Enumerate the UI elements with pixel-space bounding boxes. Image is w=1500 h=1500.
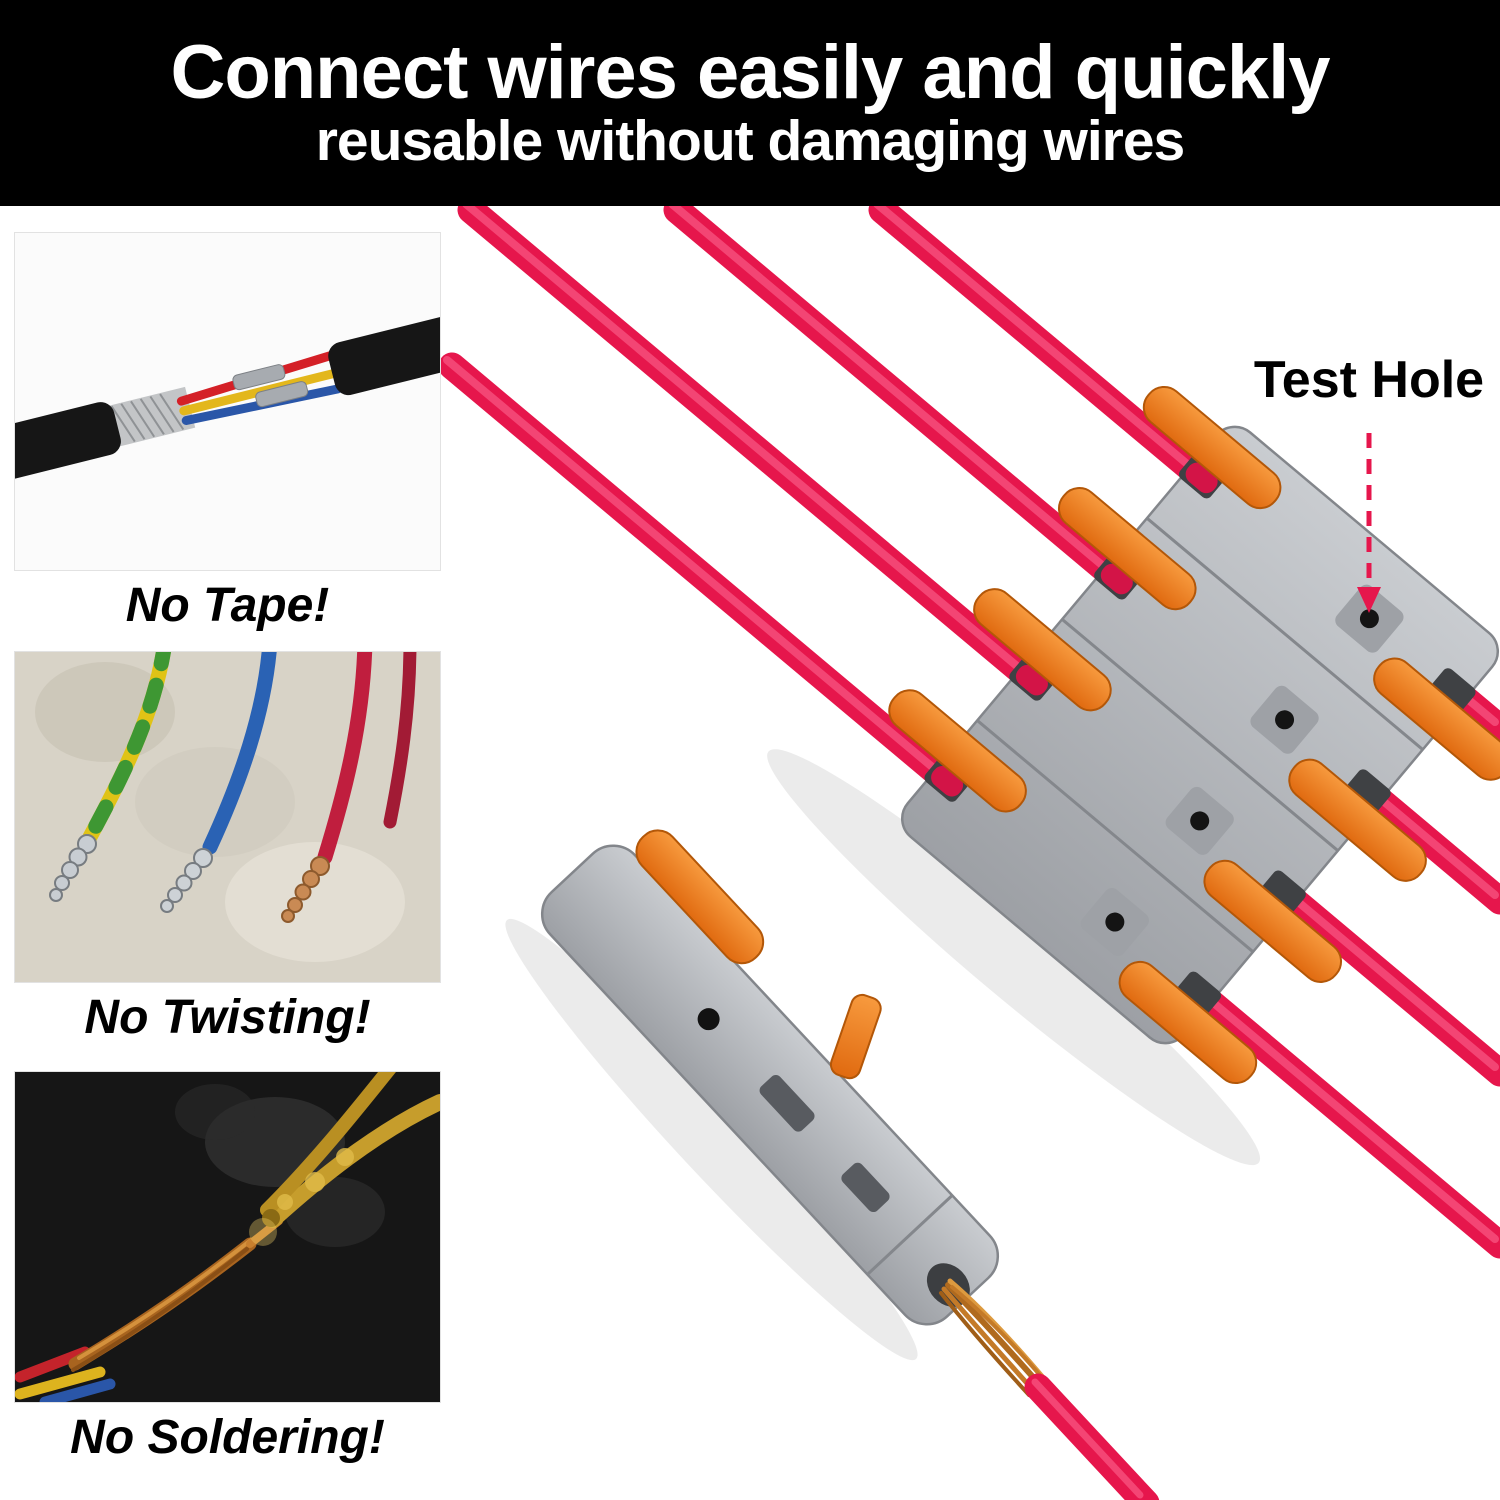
connector-slot (882, 683, 1264, 1091)
lever[interactable] (966, 581, 1118, 718)
header-banner: Connect wires easily and quickly reusabl… (0, 0, 1500, 206)
test-hole-label: Test Hole (1253, 351, 1485, 409)
lever[interactable] (1112, 954, 1264, 1091)
copper-wire (68, 1237, 257, 1371)
product-scene (438, 205, 1500, 1500)
test-hole-pointer (1357, 433, 1381, 613)
lever[interactable] (628, 822, 771, 971)
no-twisting-photo (15, 652, 440, 982)
test-hole[interactable] (693, 1004, 724, 1035)
test-hole[interactable] (1101, 909, 1128, 936)
twisted-metal-ends (49, 834, 213, 913)
feature-caption: No Tape! (125, 579, 330, 632)
no-tape-photo (15, 233, 440, 570)
lever[interactable] (1051, 480, 1203, 617)
feature-no-soldering: No Soldering! (15, 1072, 440, 1465)
lever[interactable] (1197, 853, 1349, 990)
lever[interactable] (1136, 379, 1288, 516)
test-hole[interactable] (1356, 605, 1383, 632)
lever[interactable] (1366, 651, 1500, 788)
cable-jacket (15, 402, 121, 479)
big-wire-connector (767, 379, 1500, 1166)
lever[interactable] (882, 683, 1034, 820)
wire-red (317, 652, 373, 865)
lever-open[interactable] (828, 992, 884, 1081)
small-wire-connector (505, 822, 1000, 1361)
banner-subtitle: reusable without damaging wires (315, 108, 1186, 173)
feature-caption: No Soldering! (70, 1411, 385, 1464)
banner-title: Connect wires easily and quickly (170, 30, 1330, 116)
connector-slot (1051, 480, 1434, 889)
feature-no-tape: No Tape! (15, 233, 440, 633)
test-hole[interactable] (1186, 808, 1213, 835)
no-soldering-photo (15, 1072, 440, 1402)
stripped-copper-wire (939, 1278, 1160, 1500)
feature-caption: No Twisting! (84, 991, 371, 1044)
feature-no-twisting: No Twisting! (15, 652, 440, 1045)
connector-slot (1136, 379, 1500, 788)
lever[interactable] (1282, 752, 1434, 889)
test-hole[interactable] (1271, 706, 1298, 733)
wire-blue (202, 652, 277, 855)
connector-slot (966, 581, 1349, 990)
cable-jacket (328, 316, 440, 396)
